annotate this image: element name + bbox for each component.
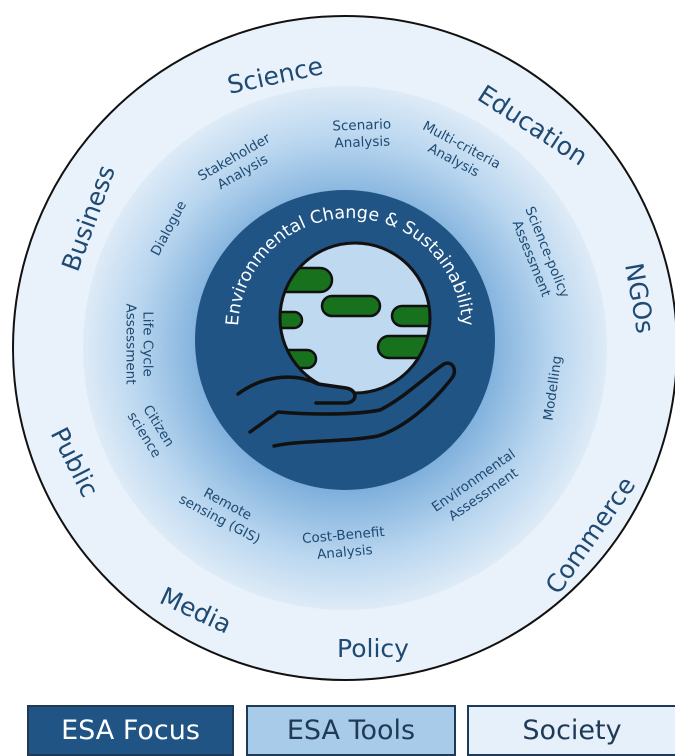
tool-scenario: ScenarioAnalysis	[332, 116, 392, 151]
tool-label-line: Cost-Benefit	[301, 524, 385, 547]
legend-esa-focus: ESA Focus	[27, 705, 234, 756]
legend-esa-tools-label: ESA Tools	[286, 715, 416, 746]
legend-esa-focus-label: ESA Focus	[61, 715, 200, 746]
legend-esa-tools: ESA Tools	[246, 705, 456, 756]
hand-icon	[236, 361, 457, 448]
tool-label-line: Analysis	[316, 542, 373, 563]
tool-label-line: Analysis	[334, 134, 390, 152]
legend-society: Society	[467, 705, 675, 756]
tool-label: Life CycleAssessment	[123, 304, 156, 385]
tool-label: Cost-BenefitAnalysis	[301, 524, 386, 564]
tool-costbenefit: Cost-BenefitAnalysis	[301, 524, 386, 564]
society-policy: Policy	[337, 634, 409, 663]
tool-label-line: Life Cycle	[140, 311, 156, 377]
tool-lifecycle: Life CycleAssessment	[123, 304, 156, 385]
legend-society-label: Society	[522, 715, 622, 746]
tool-label: ScenarioAnalysis	[332, 116, 392, 151]
tool-label-line: Scenario	[332, 116, 391, 134]
tool-label-line: Assessment	[123, 304, 139, 385]
